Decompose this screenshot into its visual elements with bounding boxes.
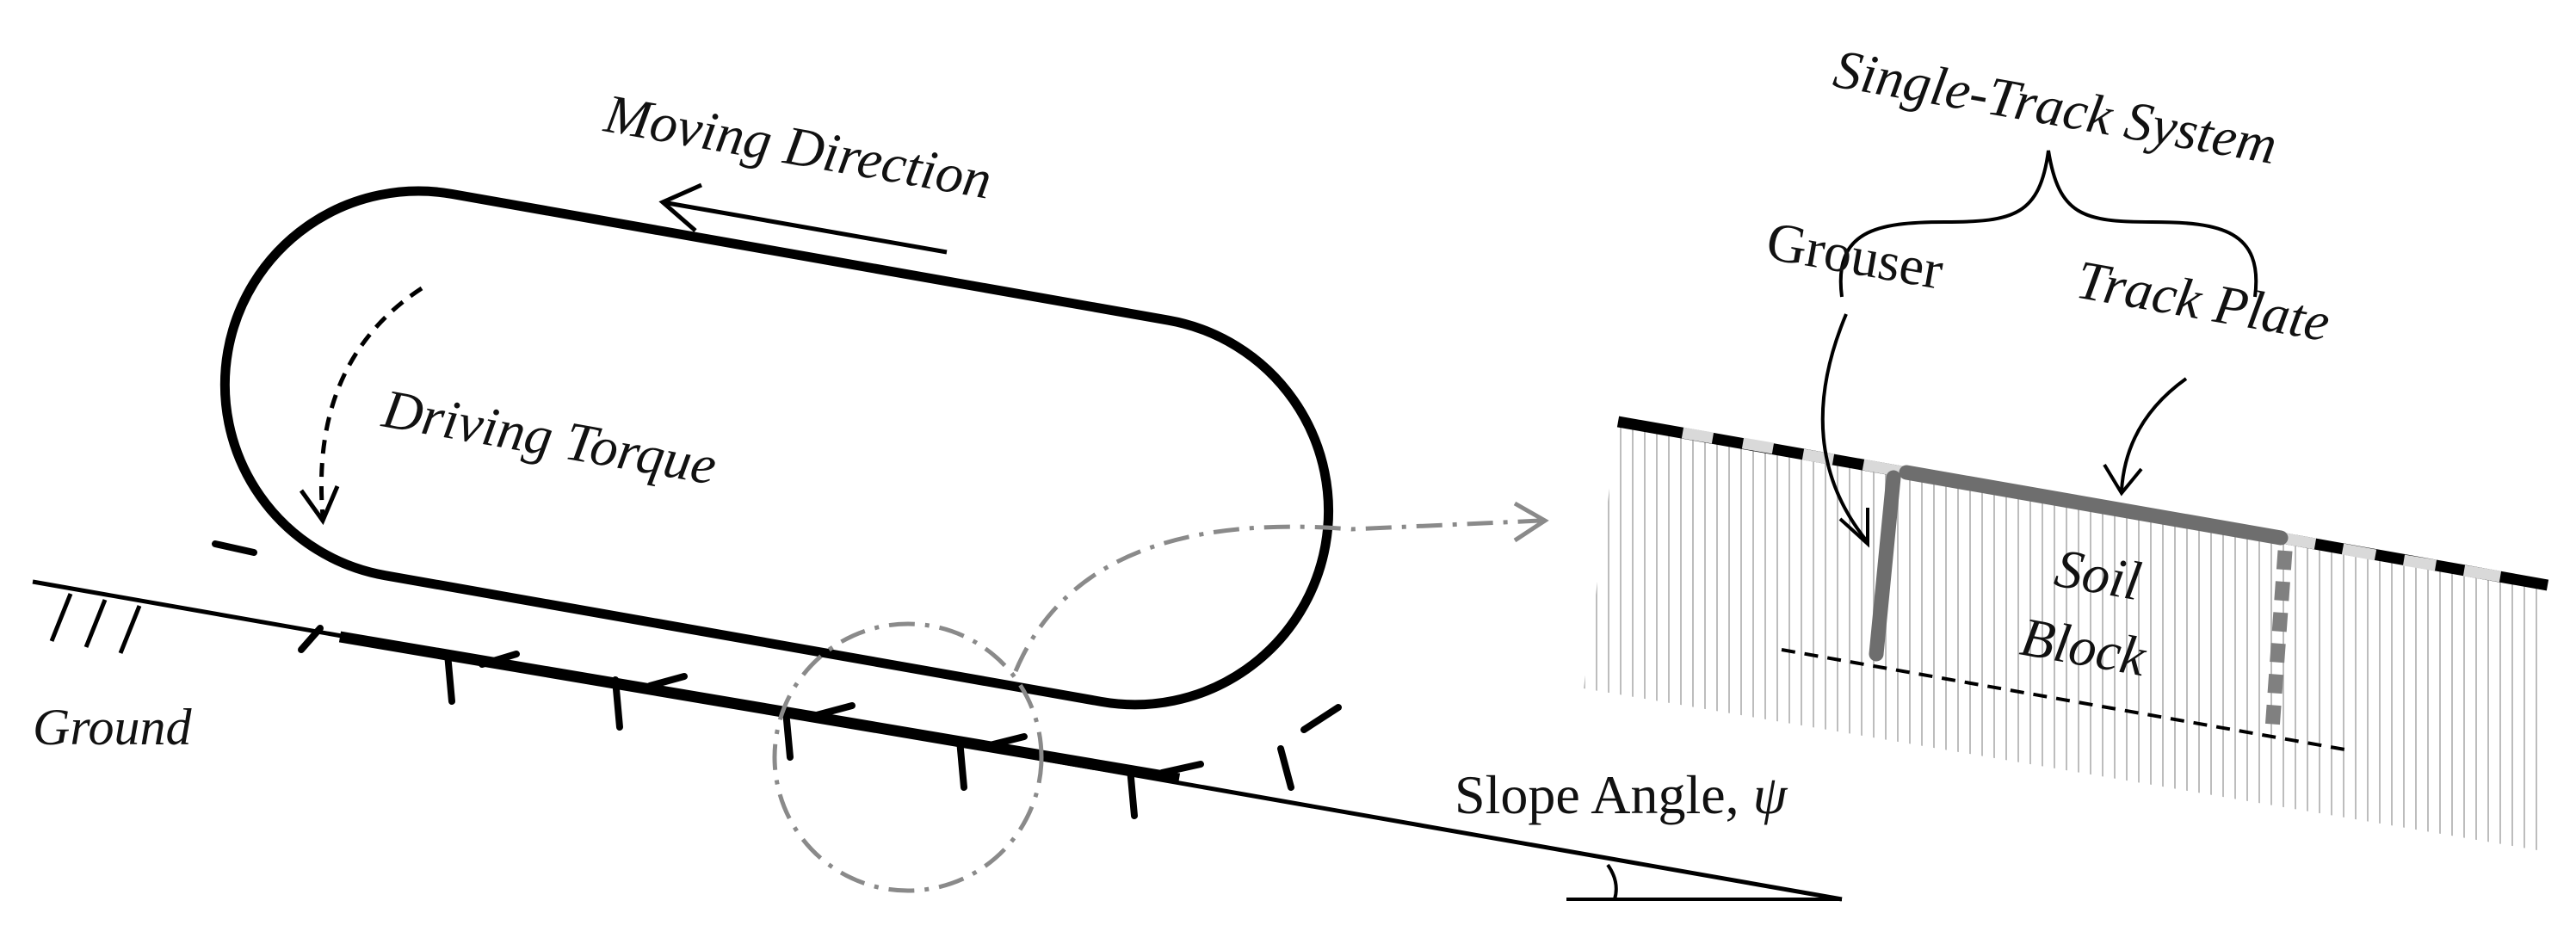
moving-direction-label: Moving Direction (600, 83, 997, 211)
soil-label: Soil (2051, 537, 2146, 612)
driving-torque-label: Driving Torque (378, 378, 721, 497)
slope-angle-text: Slope Angle, (1455, 764, 1753, 825)
moving-direction-arrow (658, 182, 948, 255)
system-brace (1838, 150, 2258, 298)
ground-label: Ground (33, 699, 192, 756)
driving-torque-arrow (299, 286, 423, 526)
track-contact-line (338, 631, 1181, 785)
track-plate (1899, 465, 2289, 546)
soil-block-boundary (1781, 648, 2351, 752)
system-title: Single-Track System (1830, 38, 2282, 176)
grousers (212, 540, 1342, 819)
ground-hatch (49, 593, 142, 654)
track-loop (219, 186, 1334, 710)
track-plate-label: Track Plate (2073, 249, 2335, 353)
grouser-pointer (1820, 313, 1869, 548)
zoom-connector-arrow (1013, 501, 1549, 672)
track-plate-pointer (2103, 377, 2188, 497)
zoom-circle (772, 621, 1044, 893)
slope-angle-marker (1566, 863, 1842, 901)
grouser (1869, 470, 1901, 662)
psi-symbol: ψ (1753, 764, 1788, 825)
slope-angle-label: Slope Angle, ψ (1455, 764, 1788, 825)
